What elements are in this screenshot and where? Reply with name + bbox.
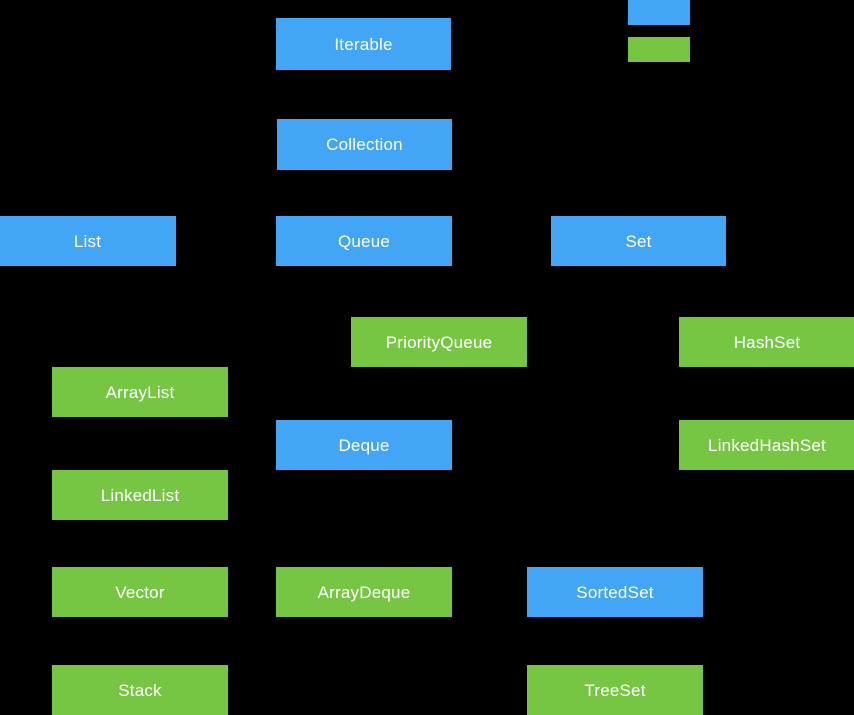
node-stack[interactable]: Stack (52, 665, 228, 715)
connector-line (140, 520, 142, 567)
connector-line (615, 617, 617, 665)
node-arraydeque[interactable]: ArrayDeque (276, 567, 452, 617)
connector-line (87, 190, 639, 192)
node-list[interactable]: List (0, 216, 176, 266)
connector-line (140, 266, 142, 367)
node-linkedlist[interactable]: LinkedList (52, 470, 228, 520)
node-linkedhashset[interactable]: LinkedHashSet (679, 420, 854, 470)
connector-line (140, 617, 142, 665)
connector-line (363, 70, 365, 119)
node-iterable[interactable]: Iterable (276, 18, 451, 70)
connector-line (87, 190, 89, 216)
connector-line (363, 290, 440, 292)
legend-swatch-interface (628, 0, 690, 25)
legend-label-class: Class (700, 41, 738, 58)
connector-line (615, 290, 767, 292)
node-queue[interactable]: Queue (276, 216, 452, 266)
connector-line (363, 170, 365, 216)
node-vector[interactable]: Vector (52, 567, 228, 617)
node-hashset[interactable]: HashSet (679, 317, 854, 367)
legend-swatch-class (628, 37, 690, 62)
connector-line (638, 190, 640, 216)
node-priorityqueue[interactable]: PriorityQueue (351, 317, 527, 367)
connector-line (766, 290, 768, 317)
node-collection[interactable]: Collection (277, 119, 452, 170)
node-arraylist[interactable]: ArrayList (52, 367, 228, 417)
legend-label-interface: Interface (700, 4, 759, 21)
node-set[interactable]: Set (551, 216, 726, 266)
node-treeset[interactable]: TreeSet (527, 665, 703, 715)
connector-line (766, 367, 768, 420)
node-sortedset[interactable]: SortedSet (527, 567, 703, 617)
connector-line (363, 470, 365, 567)
connector-line (140, 417, 142, 470)
connector-line (615, 266, 617, 567)
node-deque[interactable]: Deque (276, 420, 452, 470)
connector-line (439, 290, 441, 317)
